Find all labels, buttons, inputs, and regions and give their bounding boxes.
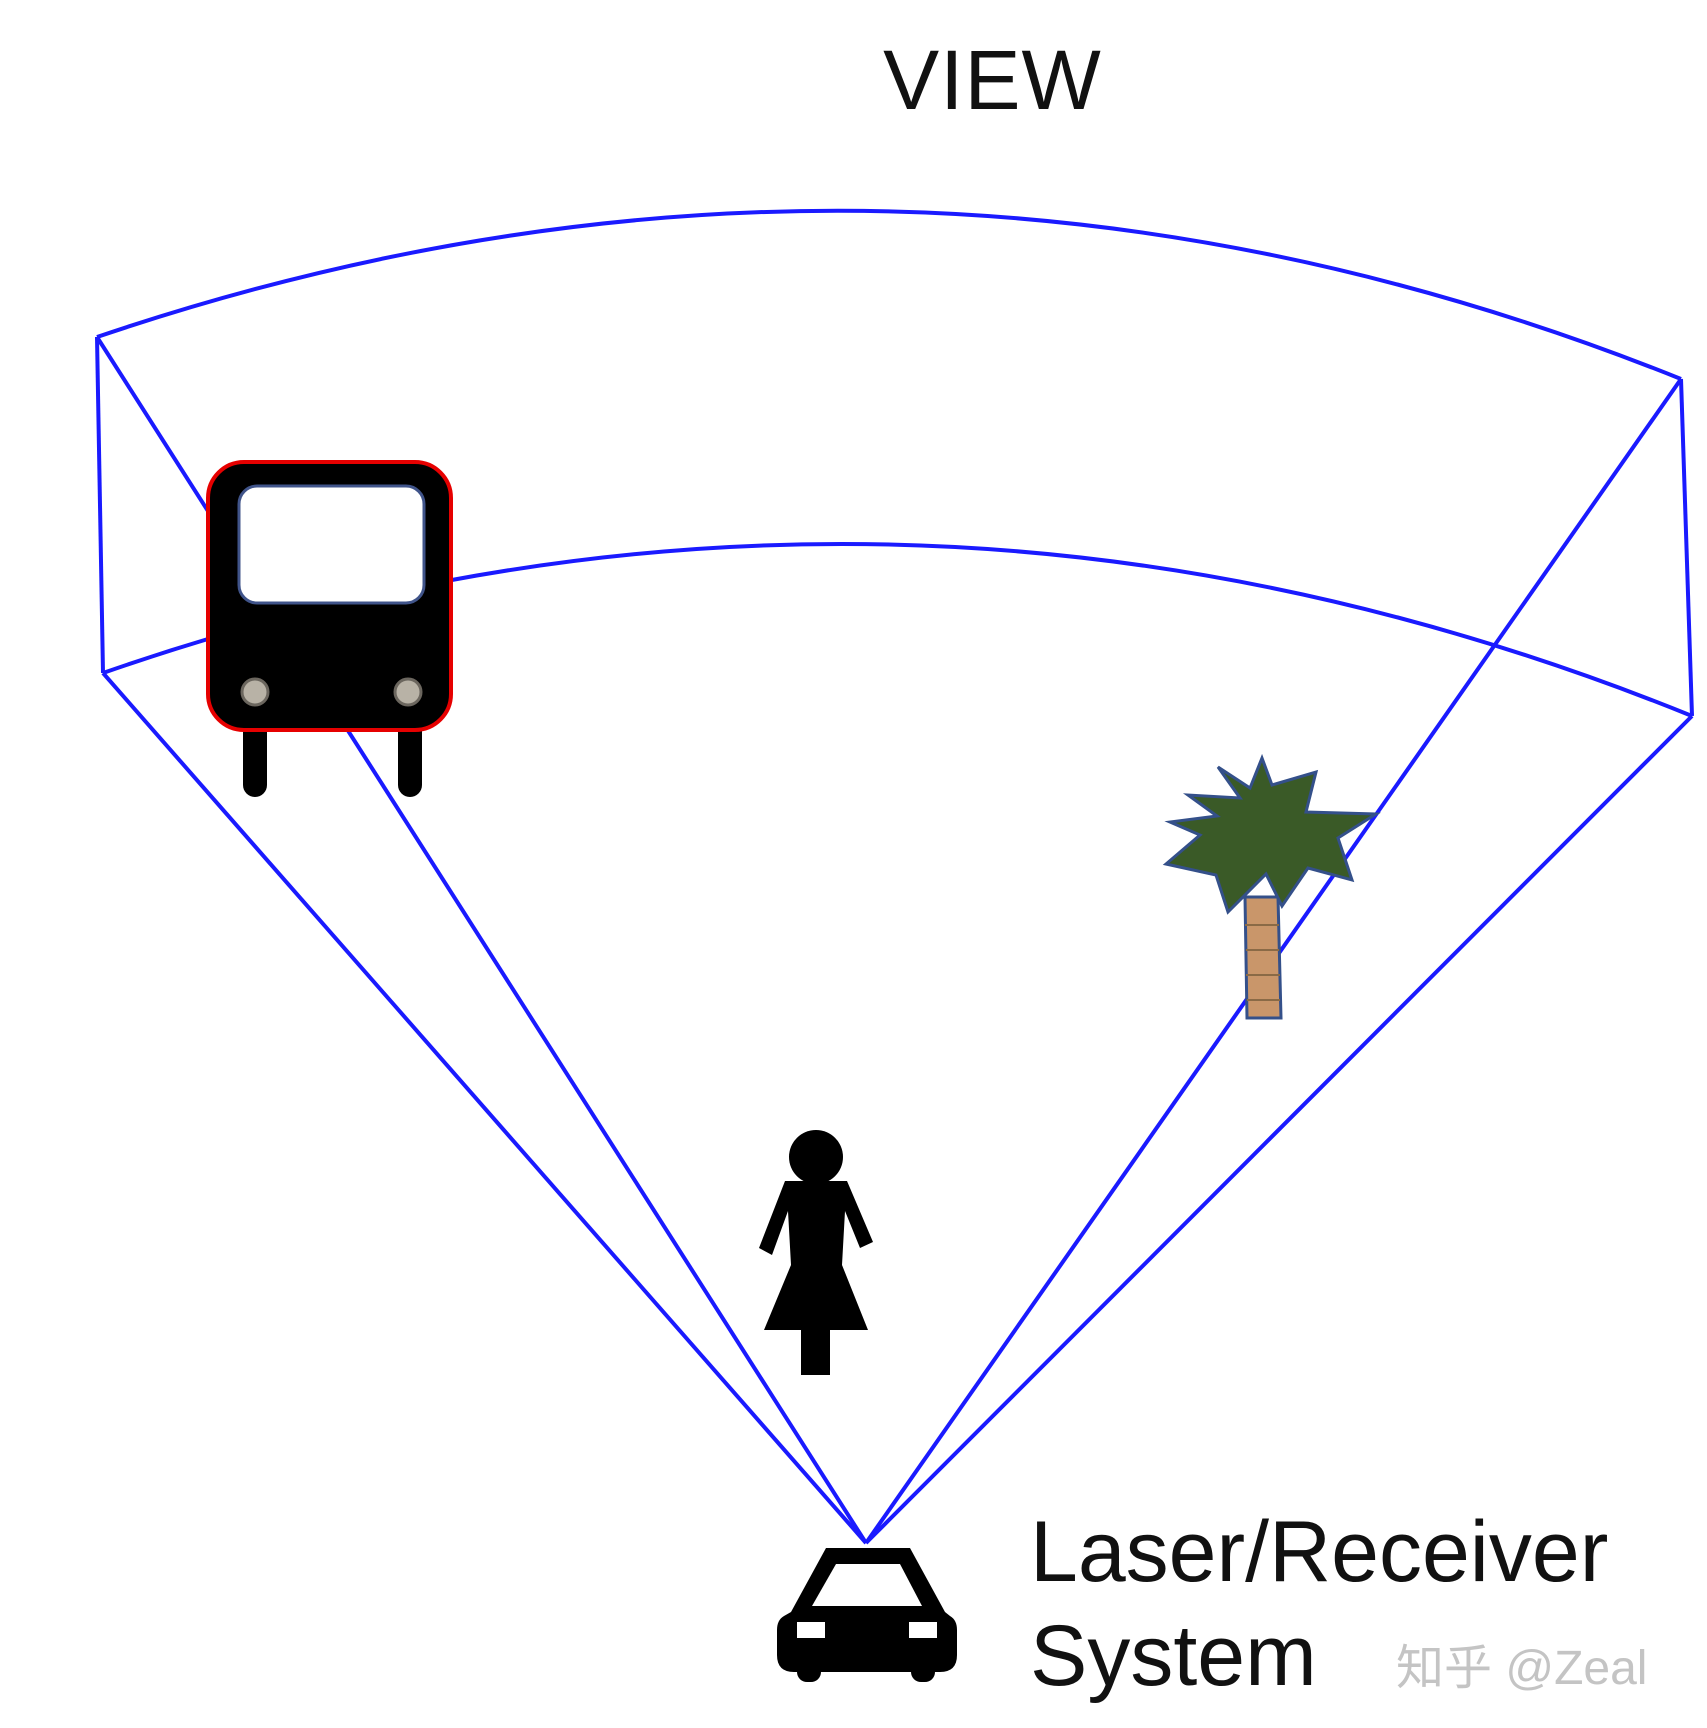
system-label-line-2: System [1030,1608,1317,1704]
beam-right-outer [864,714,1694,1545]
pedestrian-icon [759,1130,873,1375]
watermark: 知乎 @Zeal [1396,1642,1648,1695]
system-label-line-1: Laser/Receiver [1030,1504,1609,1600]
diagram-title: VIEW [883,33,1102,127]
bus-icon [206,460,453,797]
palm-tree-icon [1162,753,1381,1020]
beam-left-outer [101,671,868,1545]
car-icon [777,1548,957,1682]
field-of-view-frustum [95,208,1694,1545]
left-edge [95,336,105,674]
system-label: Laser/Receiver System [1030,1500,1608,1708]
right-edge [1679,378,1694,717]
far-arc [96,208,1682,381]
